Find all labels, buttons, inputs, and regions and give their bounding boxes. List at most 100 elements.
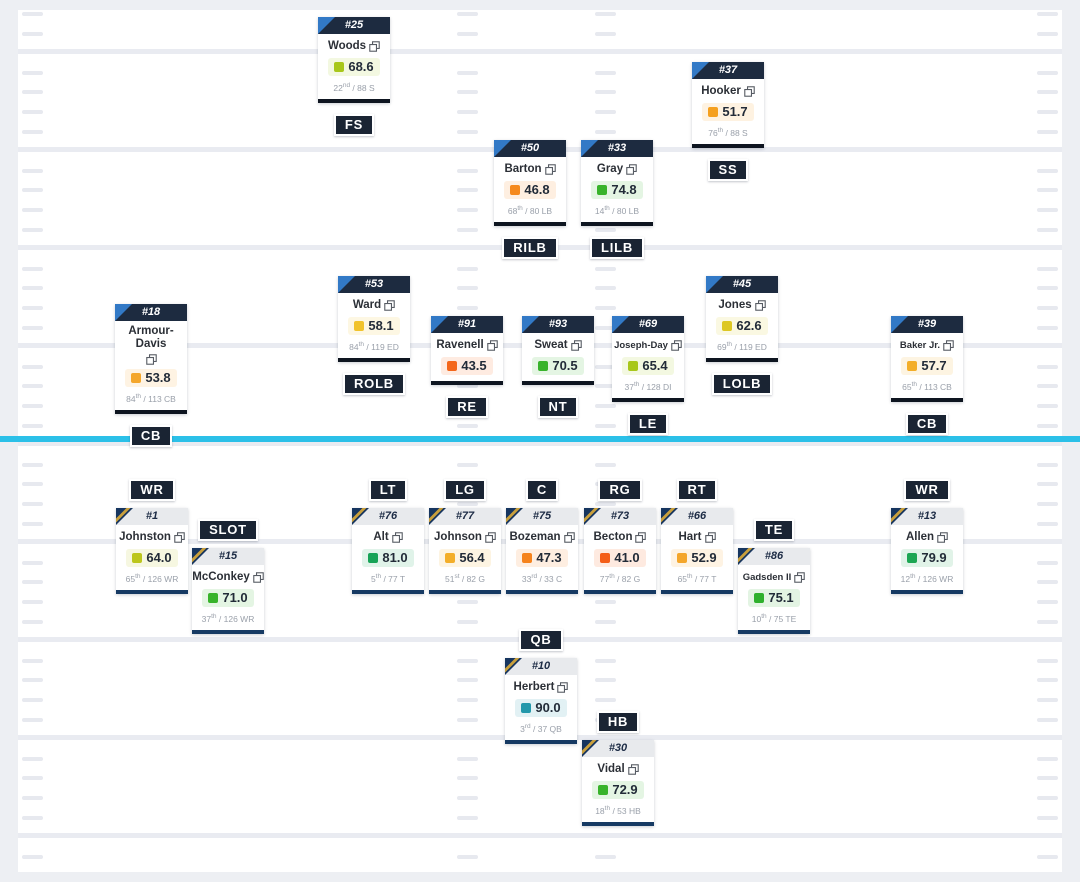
jersey-number: #73: [610, 510, 630, 522]
compare-icon[interactable]: [754, 299, 766, 311]
compare-icon[interactable]: [253, 571, 264, 583]
compare-icon[interactable]: [744, 85, 755, 97]
player-card[interactable]: #53 Ward 58.1 84th / 119 ED: [338, 276, 410, 362]
hash-mark: [1037, 365, 1058, 369]
player-card[interactable]: #30 Vidal 72.9 18th / 53 HB: [582, 740, 654, 826]
compare-icon[interactable]: [174, 531, 185, 543]
compare-icon[interactable]: [570, 339, 582, 351]
player-card[interactable]: #75 Bozeman 47.3 33rd / 33 C: [506, 508, 578, 594]
name-row: Sweat: [534, 337, 582, 353]
position-badge: QB: [519, 629, 563, 651]
compare-icon[interactable]: [627, 763, 639, 775]
player-group-rg-becton: RG #73 Becton: [584, 479, 656, 594]
compare-icon[interactable]: [486, 339, 498, 351]
yard-line: [18, 441, 1062, 446]
compare-icon[interactable]: [557, 681, 569, 693]
player-card[interactable]: #77 Johnson 56.4 51st / 82 G: [429, 508, 501, 594]
card-body: Hart 52.9 65th / 77 T: [661, 525, 733, 590]
compare-icon[interactable]: [544, 163, 556, 175]
player-card[interactable]: #76 Alt 81.0 5th / 77 T: [352, 508, 424, 594]
player-card[interactable]: #13 Allen 79.9 12th / 126 WR: [891, 508, 963, 594]
player-card[interactable]: #39 Baker Jr. 57.7 65th / 113 CB: [891, 316, 963, 402]
grade-chip: 65.4: [622, 357, 674, 375]
card-header: #91: [431, 316, 503, 333]
position-badge: RE: [446, 396, 488, 418]
player-card[interactable]: #45 Jones 62.6 69th / 119 ED: [706, 276, 778, 362]
hash-mark: [457, 600, 478, 604]
position-badge: LG: [444, 479, 486, 501]
player-card[interactable]: #1 Johnston 64.0 65th / 126 WR: [116, 508, 188, 594]
offense-corner-icon: [116, 508, 133, 525]
player-group-hb-vidal: HB #30 Vidal: [582, 711, 654, 826]
player-card[interactable]: #86 Gadsden II 75.1 10th / 75 TE: [738, 548, 810, 634]
compare-icon[interactable]: [369, 40, 380, 52]
position-badge: LT: [368, 479, 408, 501]
position-label: WR: [915, 482, 939, 497]
compare-icon[interactable]: [943, 339, 954, 351]
name-row: Jones: [718, 297, 766, 313]
position-label: TE: [764, 522, 784, 537]
grade-chip: 57.7: [901, 357, 953, 375]
hash-mark: [457, 228, 478, 232]
card-body: Gadsden II 75.1 10th / 75 TE: [738, 565, 810, 630]
player-card[interactable]: #37 Hooker 51.7 76th / 88 S: [692, 62, 764, 148]
defense-corner-icon: [522, 316, 539, 333]
player-card[interactable]: #69 Joseph-Day 65.4 37th / 128 DI: [612, 316, 684, 402]
name-row: Gadsden II: [743, 569, 806, 585]
player-card[interactable]: #73 Becton 41.0 77th / 82 G: [584, 508, 656, 594]
position-badge: RILB: [502, 236, 558, 259]
hash-mark: [595, 404, 616, 408]
player-group-lilb-gray: #33 Gray 74.8 14th / 80 LB LILB: [581, 140, 653, 259]
player-card[interactable]: #10 Herbert 90.0 3rd / 37 QB: [505, 658, 577, 744]
compare-icon[interactable]: [704, 531, 716, 543]
player-card[interactable]: #93 Sweat 70.5: [522, 316, 594, 385]
grade-value: 79.9: [921, 550, 947, 565]
compare-icon[interactable]: [937, 531, 948, 543]
grade-value: 65.4: [642, 358, 668, 373]
defense-corner-icon: [318, 17, 335, 34]
hash-mark: [457, 678, 478, 682]
player-card[interactable]: #91 Ravenell 43.5: [431, 316, 503, 385]
player-group-cb-armour-davis: #18 Armour-Davis 53.8 84th / 113 CB: [115, 304, 187, 447]
compare-icon[interactable]: [145, 354, 157, 365]
player-card[interactable]: #25 Woods 68.6 22nd / 88 S: [318, 17, 390, 103]
player-group-wr-allen: WR #13 Allen: [891, 479, 963, 594]
player-name: Hooker: [701, 85, 741, 97]
compare-icon[interactable]: [391, 531, 403, 543]
compare-icon[interactable]: [671, 339, 682, 351]
hash-mark: [457, 659, 478, 663]
player-name: Gadsden II: [742, 571, 792, 583]
position-badge: SLOT: [198, 519, 258, 541]
position-badge: RT: [676, 479, 718, 501]
hash-mark: [1037, 169, 1058, 173]
name-row: Baker Jr.: [900, 337, 954, 353]
compare-icon[interactable]: [794, 571, 806, 583]
compare-icon[interactable]: [384, 299, 395, 311]
card-body: Baker Jr. 57.7 65th / 113 CB: [891, 333, 963, 398]
card-body: Sweat 70.5: [522, 333, 594, 381]
hash-mark: [1037, 32, 1058, 36]
hash-mark: [595, 267, 616, 271]
card-body: McConkey 71.0 37th / 126 WR: [192, 565, 264, 630]
player-group-wr-johnston: WR #1 Johnston: [116, 479, 188, 594]
card-header: #76: [352, 508, 424, 525]
hash-mark: [457, 463, 478, 467]
compare-icon[interactable]: [563, 531, 575, 543]
player-card[interactable]: #15 McConkey 71.0 37th / 126 WR: [192, 548, 264, 634]
hash-mark: [22, 482, 43, 486]
card-header: #86: [738, 548, 810, 565]
player-card[interactable]: #50 Barton 46.8 68th / 80 LB: [494, 140, 566, 226]
name-row: Johnson: [434, 529, 496, 545]
name-row: Woods: [328, 38, 380, 54]
hash-mark: [457, 208, 478, 212]
compare-icon[interactable]: [626, 163, 637, 175]
player-card[interactable]: #18 Armour-Davis 53.8 84th / 113 CB: [115, 304, 187, 414]
player-group-re-ravenell: #91 Ravenell 43.5 RE: [431, 316, 503, 418]
position-rank: 76th / 88 S: [708, 127, 748, 138]
player-card[interactable]: #66 Hart 52.9 65th / 77 T: [661, 508, 733, 594]
name-row: Ward: [353, 297, 395, 313]
compare-icon[interactable]: [635, 531, 647, 543]
card-bottom-bar: [116, 589, 188, 594]
compare-icon[interactable]: [485, 531, 496, 543]
player-card[interactable]: #33 Gray 74.8 14th / 80 LB: [581, 140, 653, 226]
